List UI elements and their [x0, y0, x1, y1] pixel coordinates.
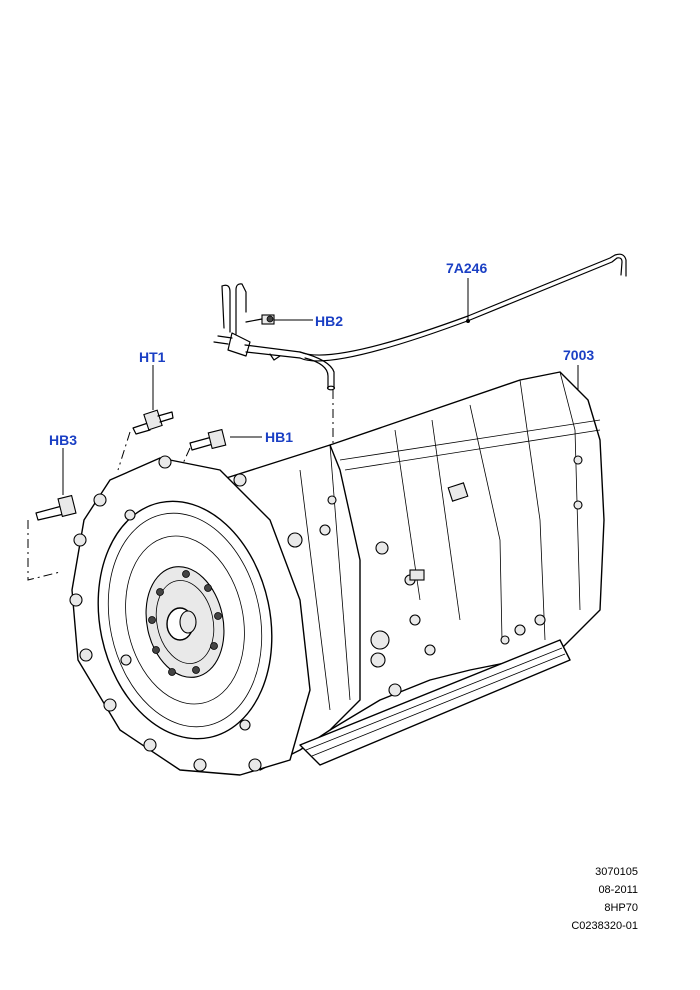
footer-ref-number: 3070105: [595, 866, 638, 878]
bolt-hb2: [245, 314, 275, 325]
callout-hb1: HB1: [265, 429, 294, 445]
transmission-case: [69, 371, 605, 776]
footer-illustration-code: C0238320-01: [571, 920, 638, 932]
dipstick-tube: [213, 253, 627, 391]
callout-7003: 7003: [563, 347, 595, 363]
footer-date: 08-2011: [598, 884, 638, 896]
callout-hb3: HB3: [49, 432, 78, 448]
callout-hb2: HB2: [315, 313, 344, 329]
bolt-hb3: [27, 494, 77, 581]
valve-body-details: [319, 455, 583, 697]
flange-bosses: [69, 455, 389, 772]
hub-bolts: [148, 570, 222, 676]
callout-ht1: HT1: [139, 349, 166, 365]
stud-ht1: [117, 409, 174, 471]
footer-model: 8HP70: [604, 902, 638, 914]
callout-7a246: 7A246: [446, 260, 488, 276]
